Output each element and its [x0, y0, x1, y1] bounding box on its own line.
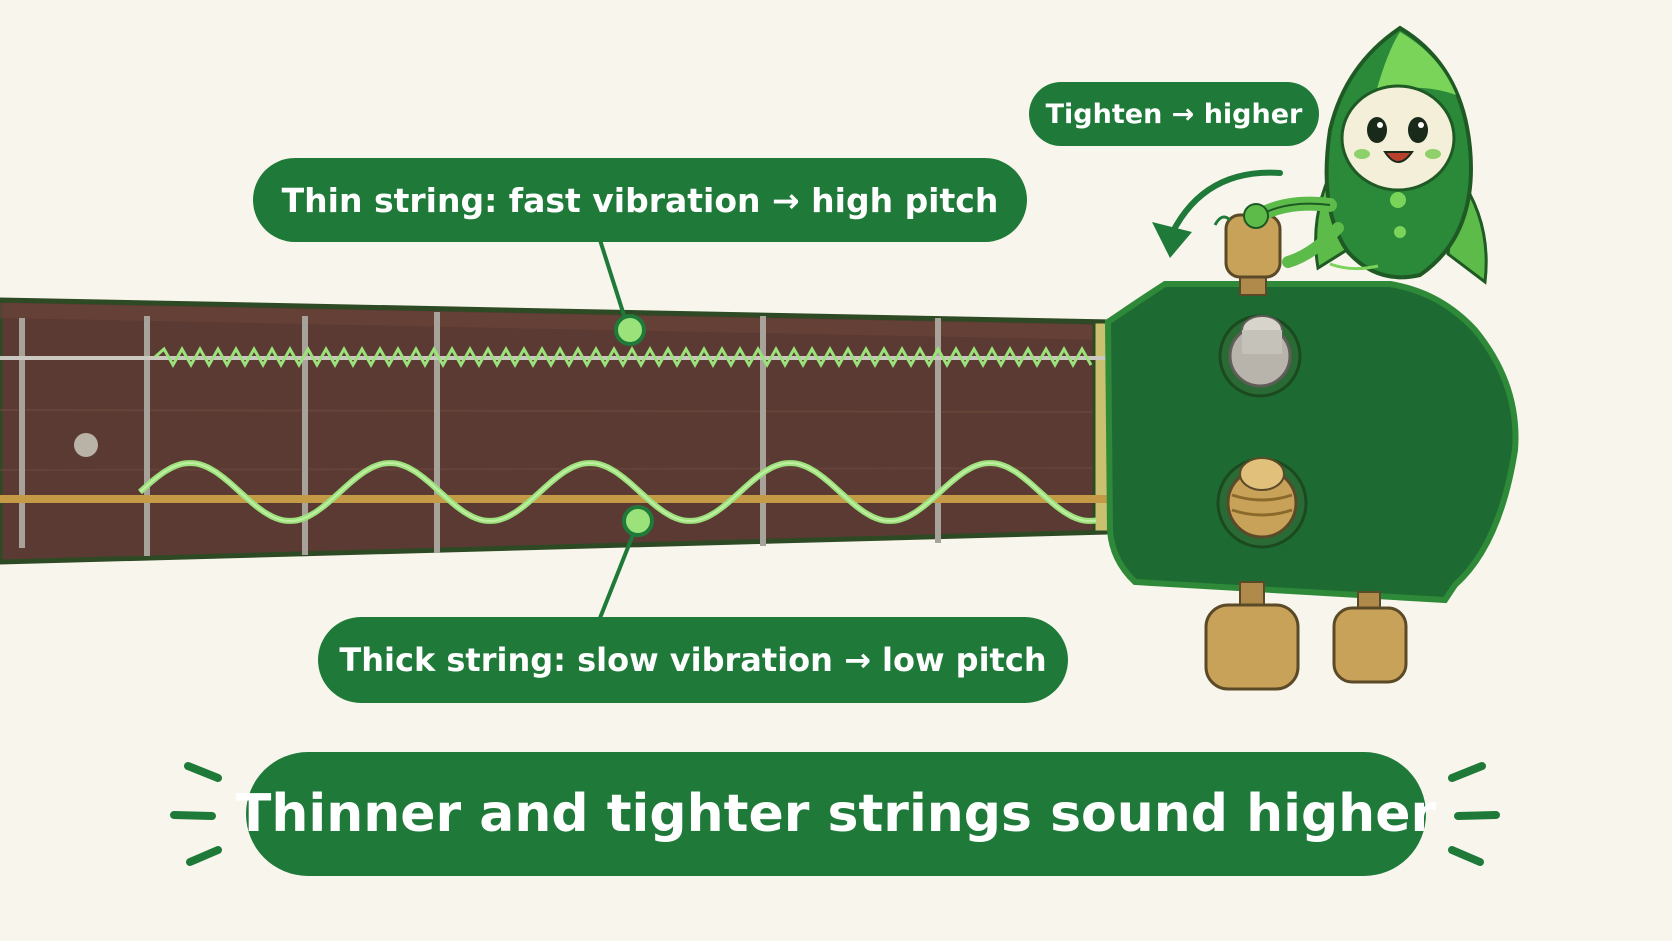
tighten-label: Tighten → higher [1029, 82, 1319, 146]
tuning-peg-bottom-right [1332, 591, 1408, 684]
tuning-post-silver [1218, 314, 1302, 398]
thick-string-wave-inner [139, 462, 1097, 522]
rocket-mascot [1243, 25, 1488, 285]
tuning-post-gold [1216, 457, 1308, 549]
fretboard [0, 297, 1113, 565]
sparkle-right [1448, 762, 1500, 866]
fret-marker-dot [74, 433, 98, 457]
sparkle-left [170, 762, 222, 866]
thin-string-label: Thin string: fast vibration → high pitch [253, 158, 1027, 242]
summary-banner: Thinner and tighter strings sound higher [236, 752, 1436, 876]
tuning-peg-bottom-left [1204, 581, 1300, 691]
label-pointers [598, 239, 654, 619]
curved-arrow-icon [1152, 169, 1283, 258]
thick-string-label: Thick string: slow vibration → low pitch [318, 617, 1068, 703]
headstock [1104, 281, 1519, 604]
thin-string-wave [154, 345, 1093, 369]
